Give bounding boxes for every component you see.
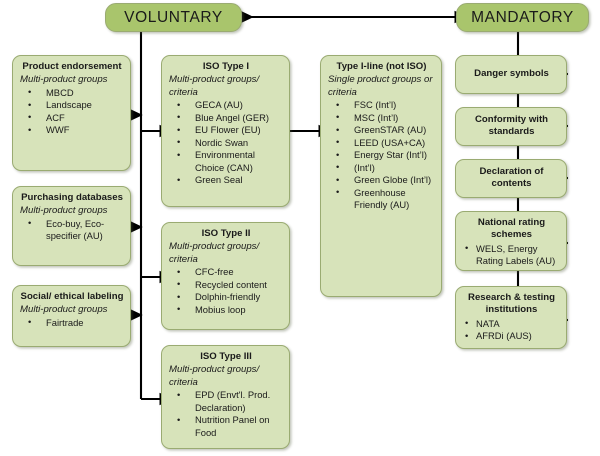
card-title: Type I-line (not ISO) [336, 61, 427, 72]
list-item: GECA (AU) [169, 99, 283, 112]
card-title: ISO Type I [202, 61, 250, 72]
card-title: Product endorsement [22, 61, 122, 72]
list-item: LEED (USA+CA) [328, 136, 435, 150]
list-item: EPD (Envt'l. Prod. Declaration) [169, 389, 283, 414]
card-list: EPD (Envt'l. Prod. Declaration) Nutritio… [169, 389, 283, 439]
header-mandatory[interactable]: MANDATORY [456, 3, 589, 32]
card-iso-type-2[interactable]: ISO Type II Multi-product groups/ criter… [161, 222, 290, 330]
header-voluntary-label: VOLUNTARY [124, 8, 223, 26]
card-subtitle: Single product groups or criteria [328, 74, 433, 98]
list-item: Environmental Choice (CAN) [169, 149, 283, 174]
list-item: Dolphin-friendly [169, 291, 283, 304]
card-list: GECA (AU) Blue Angel (GER) EU Flower (EU… [169, 99, 283, 187]
card-subtitle: Multi-product groups [20, 304, 108, 316]
card-purchasing-databases[interactable]: Purchasing databases Multi-product group… [12, 186, 131, 266]
card-subtitle: Multi-product groups [20, 205, 108, 217]
card-subtitle: Multi-product groups/ criteria [169, 364, 260, 388]
card-national-rating-schemes[interactable]: National rating schemes WELS, Energy Rat… [455, 211, 567, 271]
list-item: Recycled content [169, 278, 283, 292]
card-title: Declaration of contents [479, 165, 544, 189]
list-item: WELS, Energy Rating Labels (AU) [463, 242, 560, 268]
card-list: Eco-buy, Eco-specifier (AU) [20, 217, 124, 243]
card-danger-symbols[interactable]: Danger symbols [455, 55, 567, 94]
list-item: ACF [20, 111, 124, 125]
list-item: CFC-free [169, 266, 283, 279]
list-item: NATA [463, 317, 560, 331]
list-item: MSC (Int’l) [328, 111, 435, 125]
card-declaration-of-contents[interactable]: Declaration of contents [455, 159, 567, 198]
list-item: Green Globe (Int’l) [328, 174, 435, 187]
list-item: Nordic Swan [169, 136, 283, 150]
card-type-i-line[interactable]: Type I-line (not ISO) Single product gro… [320, 55, 442, 297]
card-list: WELS, Energy Rating Labels (AU) [463, 242, 560, 268]
list-item: AFRDi (AUS) [463, 330, 560, 343]
card-subtitle: Multi-product groups/ criteria [169, 74, 260, 98]
list-item: (Int’l) [328, 161, 435, 175]
list-item: Eco-buy, Eco-specifier (AU) [20, 217, 124, 243]
card-title: Danger symbols [474, 67, 549, 79]
list-item: Blue Angel (GER) [169, 111, 283, 125]
card-title: Social/ ethical labeling [20, 291, 124, 302]
list-item: EU Flower (EU) [169, 124, 283, 137]
list-item: Fairtrade [20, 316, 124, 330]
card-research-testing-institutions[interactable]: Research & testing institutions NATA AFR… [455, 286, 567, 349]
list-item: MBCD [20, 86, 124, 100]
card-iso-type-3[interactable]: ISO Type III Multi-product groups/ crite… [161, 345, 290, 449]
card-list: MBCD Landscape ACF WWF [20, 86, 124, 137]
list-item: Landscape [20, 99, 124, 112]
list-item: Greenhouse Friendly (AU) [328, 186, 435, 212]
card-list: Fairtrade [20, 316, 124, 330]
card-title: Conformity with standards [474, 113, 548, 137]
list-item: Green Seal [169, 174, 283, 187]
card-iso-type-1[interactable]: ISO Type I Multi-product groups/ criteri… [161, 55, 290, 207]
list-item: Energy Star (Int’l) [328, 149, 435, 162]
card-title: Purchasing databases [21, 192, 123, 203]
header-mandatory-label: MANDATORY [471, 8, 574, 26]
card-conformity-with-standards[interactable]: Conformity with standards [455, 107, 567, 146]
card-title: Research & testing institutions [468, 292, 555, 316]
card-list: CFC-free Recycled content Dolphin-friend… [169, 266, 283, 316]
card-title: ISO Type III [200, 351, 252, 362]
list-item: FSC (Int’l) [328, 99, 435, 112]
list-item: GreenSTAR (AU) [328, 124, 435, 137]
card-product-endorsement[interactable]: Product endorsement Multi-product groups… [12, 55, 131, 171]
card-title: National rating schemes [477, 217, 546, 241]
card-list: NATA AFRDi (AUS) [463, 317, 560, 343]
card-title: ISO Type II [201, 228, 251, 239]
card-list: FSC (Int’l) MSC (Int’l) GreenSTAR (AU) L… [328, 99, 435, 212]
card-subtitle: Multi-product groups [20, 74, 108, 86]
list-item: Nutrition Panel on Food [169, 414, 283, 439]
card-subtitle: Multi-product groups/ criteria [169, 241, 260, 265]
card-social-ethical-labeling[interactable]: Social/ ethical labeling Multi-product g… [12, 285, 131, 347]
header-voluntary[interactable]: VOLUNTARY [105, 3, 242, 32]
list-item: WWF [20, 124, 124, 137]
list-item: Mobius loop [169, 303, 283, 317]
